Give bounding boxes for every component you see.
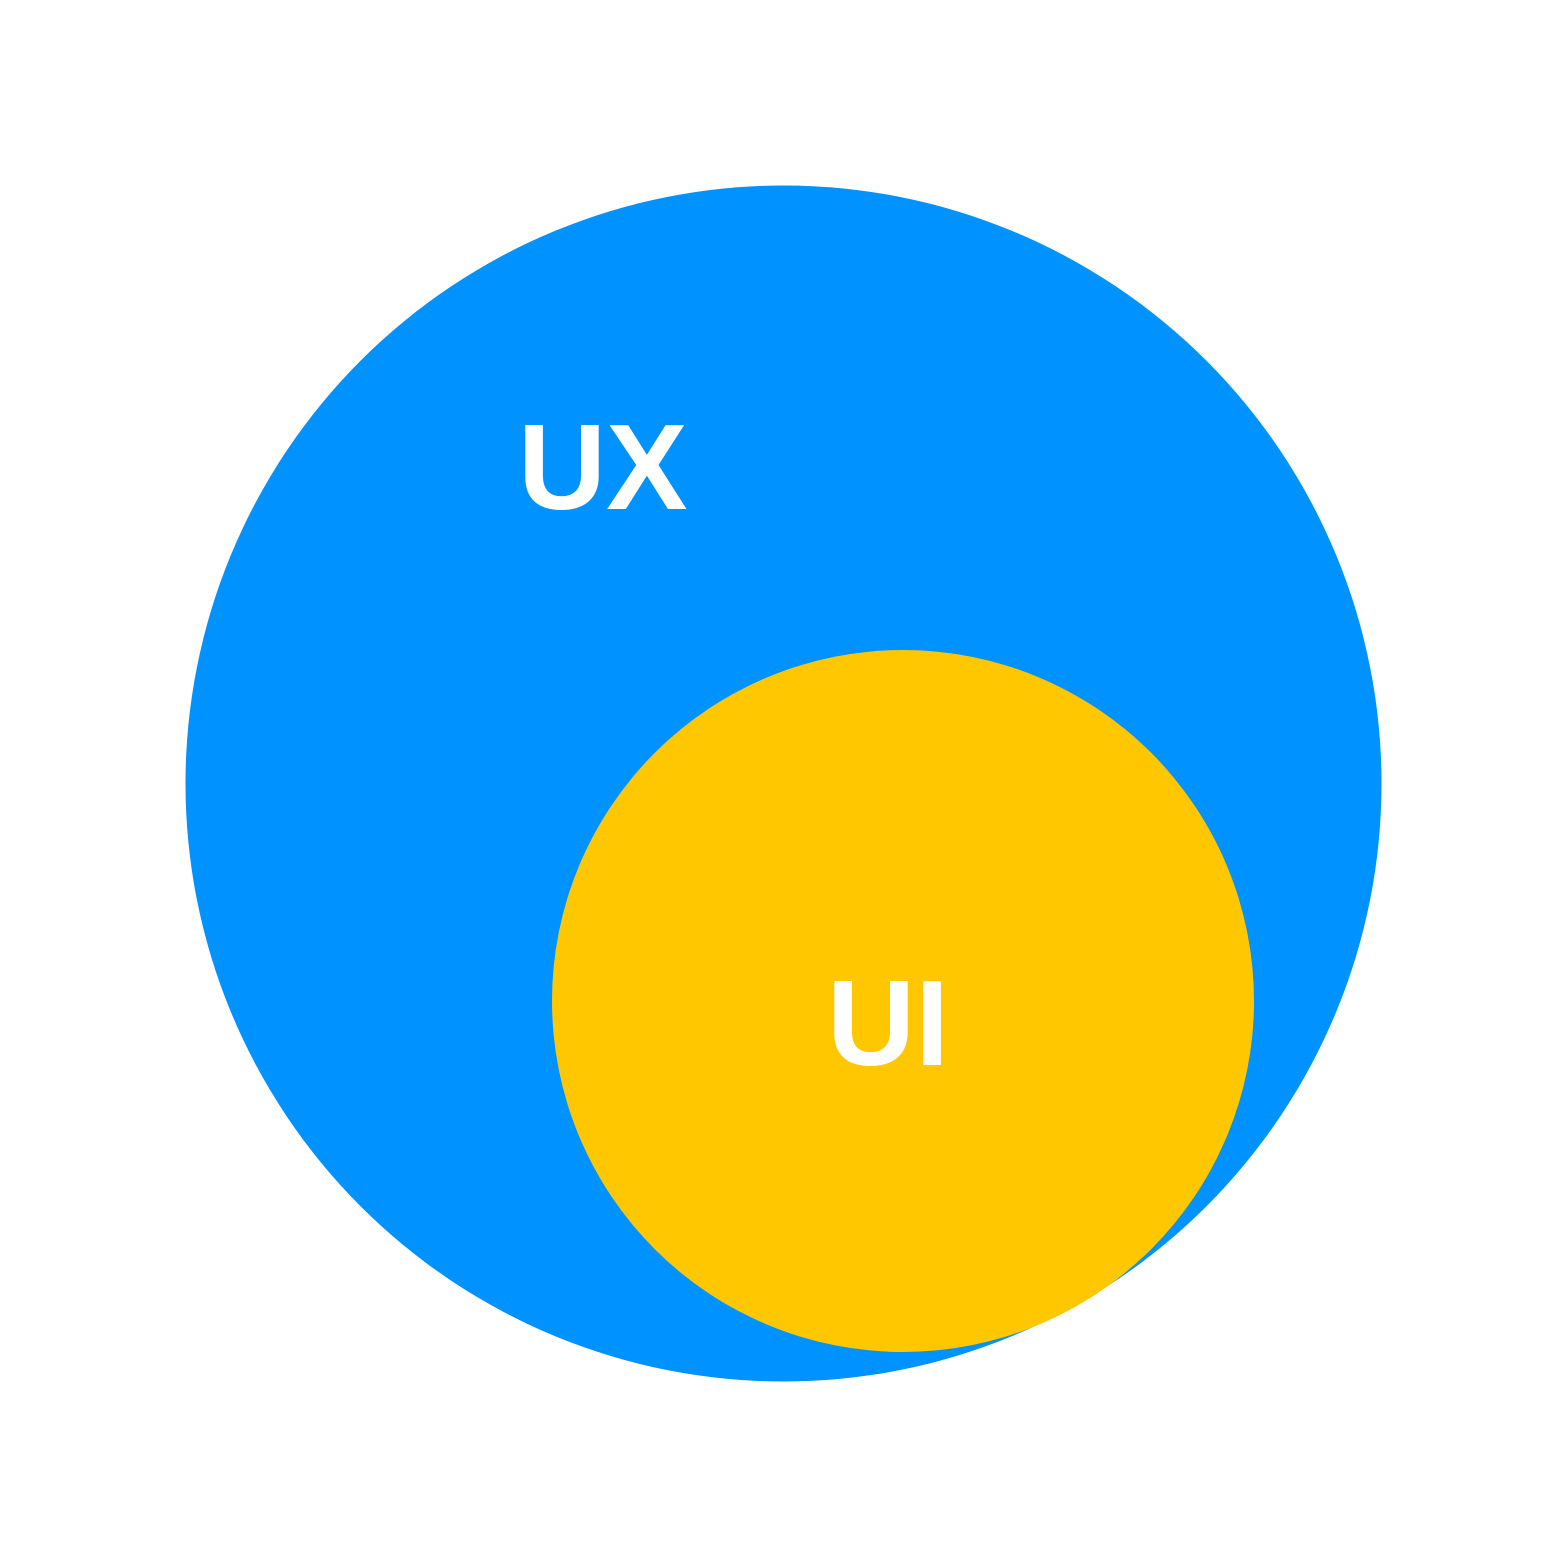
ux-label: UX	[518, 399, 687, 535]
ui-label: UI	[827, 955, 949, 1091]
ui-circle	[552, 650, 1254, 1352]
